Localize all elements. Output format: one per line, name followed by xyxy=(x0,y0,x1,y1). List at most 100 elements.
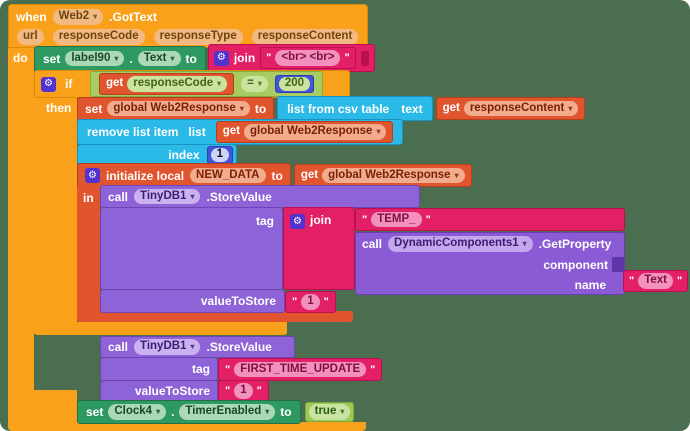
initialize-local-block[interactable]: ⚙ initialize local NEW_DATA to xyxy=(77,163,291,188)
true-dropdown[interactable]: true xyxy=(308,404,351,420)
set-clock4-timerenabled-block[interactable]: set Clock4 . TimerEnabled to xyxy=(77,400,301,424)
when-block-left-wall xyxy=(8,46,34,422)
global-web2response-dropdown[interactable]: global Web2Response xyxy=(107,100,250,117)
param-pill-responsecode[interactable]: responseCode xyxy=(52,28,145,45)
text-string-block[interactable]: " Text " xyxy=(623,270,689,292)
one-string-value[interactable]: 1 xyxy=(234,383,253,399)
tag-socket-label: tag xyxy=(256,214,274,228)
tinydb1-dropdown[interactable]: TinyDB1 xyxy=(134,188,201,205)
web2-component-dropdown[interactable]: Web2 xyxy=(52,9,104,25)
list-arg-label: list xyxy=(188,125,206,139)
tinydb1-dropdown[interactable]: TinyDB1 xyxy=(134,339,201,355)
clock4-dropdown[interactable]: Clock4 xyxy=(108,404,167,420)
first-time-update-value[interactable]: FIRST_TIME_UPDATE xyxy=(234,361,367,378)
if-block-left-wall xyxy=(34,96,77,322)
timerenabled-dropdown[interactable]: TimerEnabled xyxy=(179,404,276,420)
set-keyword: set xyxy=(43,51,61,66)
set-keyword: set xyxy=(86,405,104,419)
set-keyword: set xyxy=(85,101,103,116)
init-local-left-wall xyxy=(77,186,100,313)
to-keyword: to xyxy=(254,101,267,116)
get-global-web2response-block[interactable]: get global Web2Response xyxy=(215,121,394,143)
call-keyword: call xyxy=(108,189,129,204)
get-keyword: get xyxy=(300,168,319,181)
index-number-block[interactable]: 1 xyxy=(206,146,233,164)
open-quote: " xyxy=(292,296,298,308)
equals-comparison-block[interactable]: get responseCode = 200 xyxy=(90,71,324,97)
tinydb1-storevalue-block[interactable]: call TinyDB1 .StoreValue tag valueToStor… xyxy=(100,185,420,313)
true-block[interactable]: true xyxy=(304,402,355,422)
label90-dropdown[interactable]: label90 xyxy=(65,50,125,67)
join-block-1[interactable]: ⚙ join " <br> <br> " xyxy=(207,44,375,72)
dynamiccomponents1-dropdown[interactable]: DynamicComponents1 xyxy=(388,236,533,252)
if-block-bottom-bar xyxy=(34,322,287,335)
dynamiccomponents-getproperty-block[interactable]: call DynamicComponents1 .GetProperty com… xyxy=(355,232,625,295)
remove-list-item-label: remove list item xyxy=(87,125,179,139)
set-global-web2response-block[interactable]: set global Web2Response to xyxy=(77,96,275,121)
set-label90-text-block[interactable]: set label90 . Text to xyxy=(34,46,206,71)
join-keyword: join xyxy=(233,51,256,65)
to-keyword: to xyxy=(280,405,292,419)
open-quote: " xyxy=(225,363,231,376)
close-quote: " xyxy=(344,52,350,64)
empty-socket[interactable] xyxy=(360,50,369,66)
br-string-block[interactable]: " <br> <br> " xyxy=(260,47,356,69)
mutator-gear-icon[interactable]: ⚙ xyxy=(213,50,229,66)
temp-string-value[interactable]: TEMP_ xyxy=(371,211,422,228)
open-quote: " xyxy=(362,213,368,226)
get-responsecode-block[interactable]: get responseCode xyxy=(99,73,235,95)
csv-label: list from csv table xyxy=(287,101,390,116)
first-time-update-string-block[interactable]: " FIRST_TIME_UPDATE " xyxy=(218,358,383,381)
one-string-block-1[interactable]: " 1 " xyxy=(285,291,336,313)
local-name-field[interactable]: NEW_DATA xyxy=(190,167,266,184)
close-quote: " xyxy=(323,296,329,308)
join2-mutator-gear-icon[interactable]: ⚙ xyxy=(290,214,305,229)
getproperty-method: .GetProperty xyxy=(538,237,612,251)
index-value[interactable]: 1 xyxy=(210,148,229,162)
number-200-value[interactable]: 200 xyxy=(278,77,311,91)
number-block-200[interactable]: 200 xyxy=(274,75,315,93)
do-label: do xyxy=(13,51,28,65)
close-quote: " xyxy=(425,213,431,226)
param-pill-responsecontent[interactable]: responseContent xyxy=(251,28,359,45)
text-property-dropdown[interactable]: Text xyxy=(137,50,181,67)
local-mutator-gear-icon[interactable]: ⚙ xyxy=(85,168,100,183)
close-quote: " xyxy=(370,363,376,376)
remove-list-item-block[interactable]: remove list item list get global Web2Res… xyxy=(77,119,404,166)
get-responsecontent-block[interactable]: get responseContent xyxy=(435,97,586,120)
text-string-value[interactable]: Text xyxy=(638,273,674,289)
one-string-value[interactable]: 1 xyxy=(301,294,320,310)
dot-separator: . xyxy=(171,405,175,419)
join-keyword: join xyxy=(310,213,332,227)
responsecode-var-dropdown[interactable]: responseCode xyxy=(127,76,228,92)
equals-operator-dropdown[interactable]: = xyxy=(241,76,268,92)
list-from-csv-table-block[interactable]: list from csv table text xyxy=(277,96,433,121)
get-keyword: get xyxy=(442,101,460,114)
call-keyword: call xyxy=(362,237,383,251)
open-quote: " xyxy=(629,275,635,287)
index-arg-label: index xyxy=(168,148,200,162)
br-string-value[interactable]: <br> <br> xyxy=(275,50,341,66)
initialize-local-label: initialize local xyxy=(106,168,185,183)
get-keyword: get xyxy=(106,77,124,90)
temp-string-block[interactable]: " TEMP_ " xyxy=(355,208,625,231)
tinydb1-storevalue-block-2[interactable]: call TinyDB1 .StoreValue tag valueToStor… xyxy=(100,336,295,402)
global-web2response-dropdown[interactable]: global Web2Response xyxy=(243,124,387,140)
init-local-bottom-bar xyxy=(77,311,353,322)
valuetostore-socket-label: valueToStore xyxy=(134,384,210,398)
global-web2response-dropdown[interactable]: global Web2Response xyxy=(322,167,465,184)
empty-component-socket[interactable] xyxy=(612,257,624,272)
param-pill-url[interactable]: url xyxy=(17,28,44,45)
responsecontent-dropdown[interactable]: responseContent xyxy=(463,100,579,117)
param-pill-responsetype[interactable]: responseType xyxy=(153,28,243,45)
get-global-web2response-block-2[interactable]: get global Web2Response xyxy=(293,164,472,187)
when-event-block[interactable]: when Web2 .GotText url responseCode resp… xyxy=(8,4,368,48)
get-keyword: get xyxy=(222,125,240,138)
one-string-block-2[interactable]: " 1 " xyxy=(218,380,269,402)
dot-separator: . xyxy=(129,51,133,66)
if-mutator-gear-icon[interactable]: ⚙ xyxy=(41,76,56,92)
csv-text-arg-label: text xyxy=(401,101,423,116)
join-block-2[interactable]: ⚙ join xyxy=(283,207,355,290)
close-quote: " xyxy=(256,385,262,397)
